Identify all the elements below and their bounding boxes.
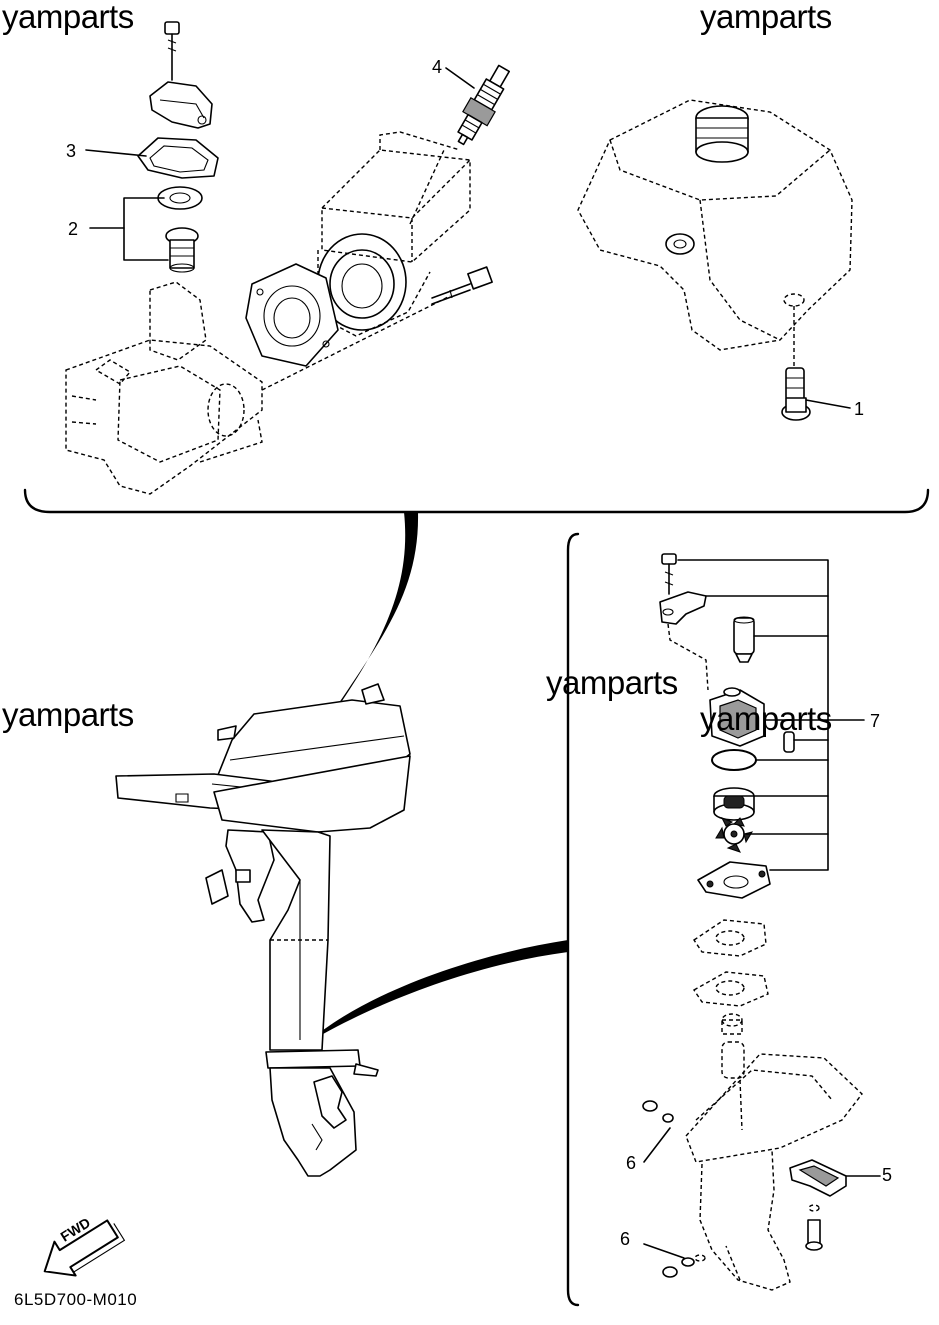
fuel-tank-group [577,99,853,421]
outboard-motor-group [115,683,411,1177]
diagram-code: 6L5D700-M010 [14,1290,138,1309]
watermark-top-left: yamparts [2,0,134,35]
callout-4: 4 [432,57,443,77]
callout-6-lower: 6 [620,1229,631,1249]
top-section-bracket [23,488,930,514]
fwd-arrow-icon [43,1219,126,1277]
top-leader-swoosh [316,512,419,738]
callout-5: 5 [882,1165,893,1185]
right-leader-swoosh [306,940,568,1044]
watermark-top-right: yamparts [700,0,832,35]
callout-3: 3 [66,141,77,161]
cylinder-block-group [65,131,493,495]
water-pump-group [642,553,865,1291]
thermostat-cover-group [137,21,219,273]
watermark-middle-left: yamparts [2,696,134,733]
callout-6-upper: 6 [626,1153,637,1173]
callout-7: 7 [870,711,881,731]
right-section-bracket [566,532,580,1307]
callout-1: 1 [854,399,865,419]
watermark-middle-right: yamparts [546,664,678,701]
callout-2: 2 [68,219,79,239]
impeller [715,817,754,853]
watermark-middle-right-2: yamparts [700,700,832,737]
spark-plug-group [457,64,510,146]
callout-leaders [85,67,881,1259]
